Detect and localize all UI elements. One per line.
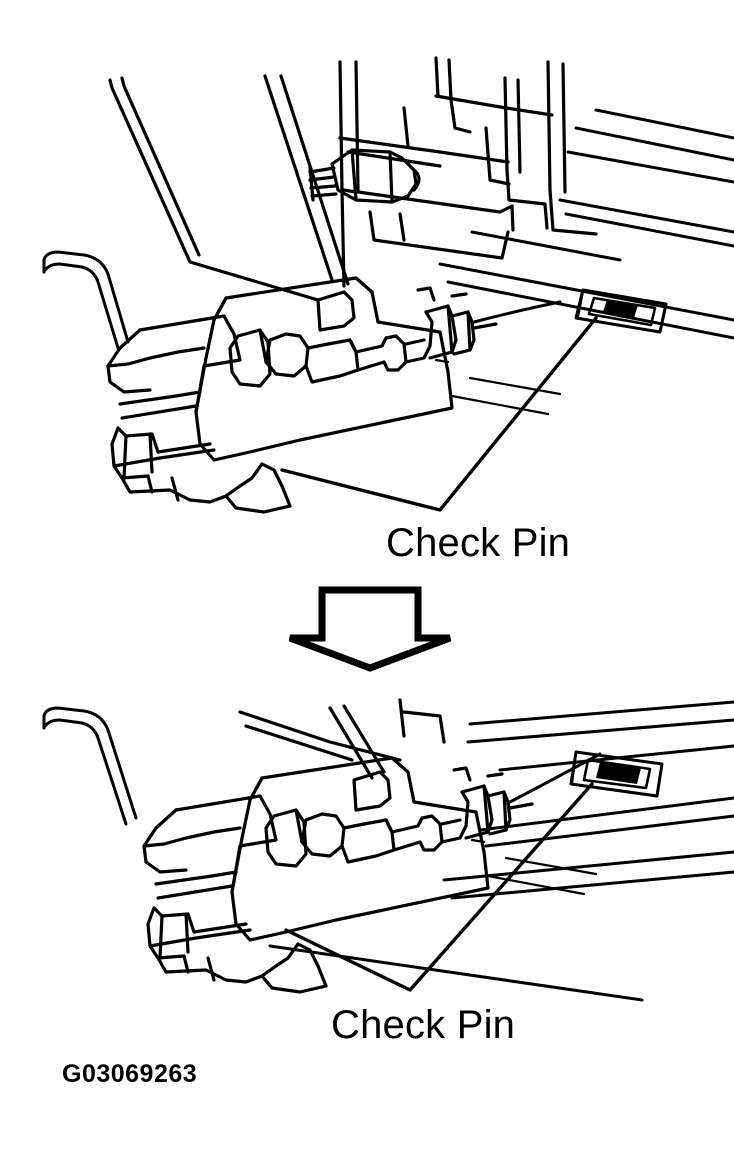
lower-housing xyxy=(142,756,490,994)
figure-id-code: G03069263 xyxy=(62,1060,198,1088)
upper-leader-line xyxy=(280,316,598,512)
upper-panel xyxy=(42,56,734,514)
transition-arrow xyxy=(288,586,452,672)
upper-detail-lines xyxy=(434,358,562,416)
upper-bulb-assembly xyxy=(308,148,421,204)
lower-detail-lines xyxy=(470,838,598,896)
upper-indicator-fill xyxy=(603,300,638,318)
upper-check-pin-label: Check Pin xyxy=(386,521,571,565)
lower-leader-line xyxy=(284,782,594,992)
upper-hook-rod xyxy=(42,250,130,350)
lower-indicator-fill xyxy=(596,762,641,784)
upper-indicator-window xyxy=(574,288,668,334)
lower-panel xyxy=(42,698,734,1002)
lower-indicator-window xyxy=(569,750,664,798)
down-arrow-shape xyxy=(288,586,452,672)
lower-background-structure xyxy=(238,698,446,780)
upper-housing xyxy=(106,276,454,514)
lower-check-pin-label: Check Pin xyxy=(331,1003,516,1047)
lower-hook-rod xyxy=(42,706,138,826)
upper-background-structure xyxy=(108,56,598,302)
lower-shaft-bolt xyxy=(264,766,534,868)
upper-shaft-bolt xyxy=(228,286,498,388)
upper-shaft-extension xyxy=(472,300,562,324)
